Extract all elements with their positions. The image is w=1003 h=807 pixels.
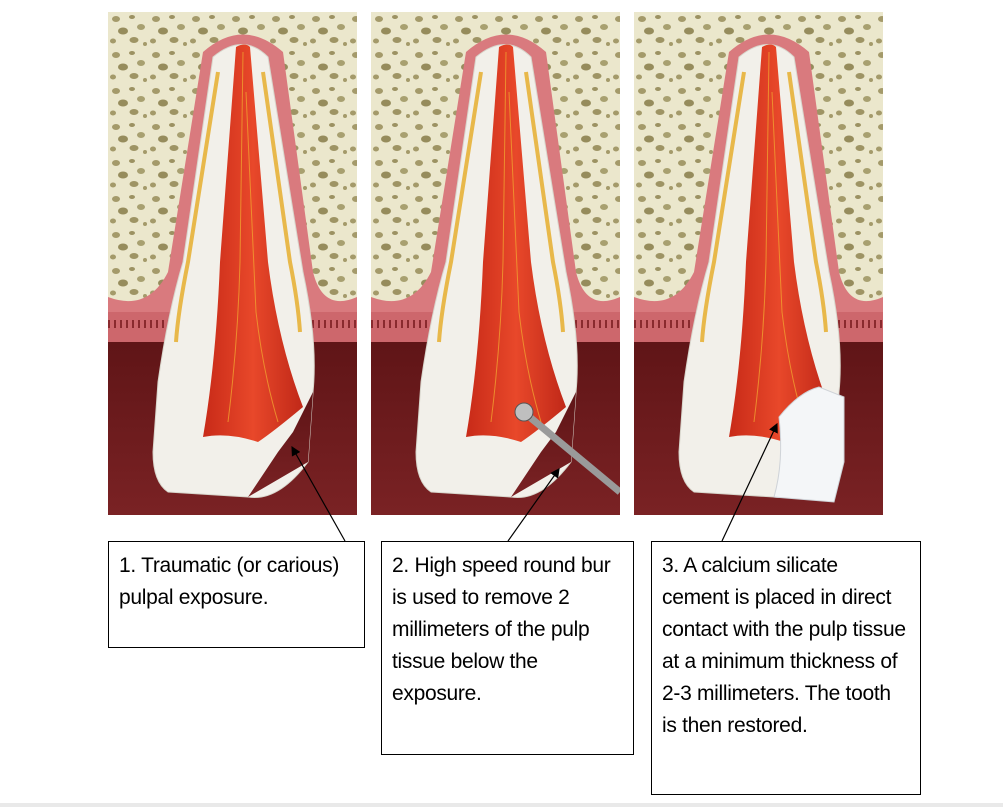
caption-step-3: 3. A calcium silicate cement is placed i… [651, 541, 921, 795]
illustration-step-2 [371, 12, 620, 515]
bottom-border [0, 803, 1003, 807]
illustration-step-3 [634, 12, 883, 515]
caption-step-2: 2. High speed round bur is used to remov… [381, 541, 634, 755]
arrow-step-2 [507, 468, 560, 542]
bur-head [514, 402, 534, 422]
bur-shaft [523, 411, 623, 495]
arrow-step-1 [291, 445, 346, 542]
cement-restoration [773, 386, 845, 503]
illustration-step-1 [108, 12, 357, 515]
caption-step-1: 1. Traumatic (or carious) pulpal exposur… [108, 541, 365, 648]
arrow-step-3 [721, 422, 778, 542]
